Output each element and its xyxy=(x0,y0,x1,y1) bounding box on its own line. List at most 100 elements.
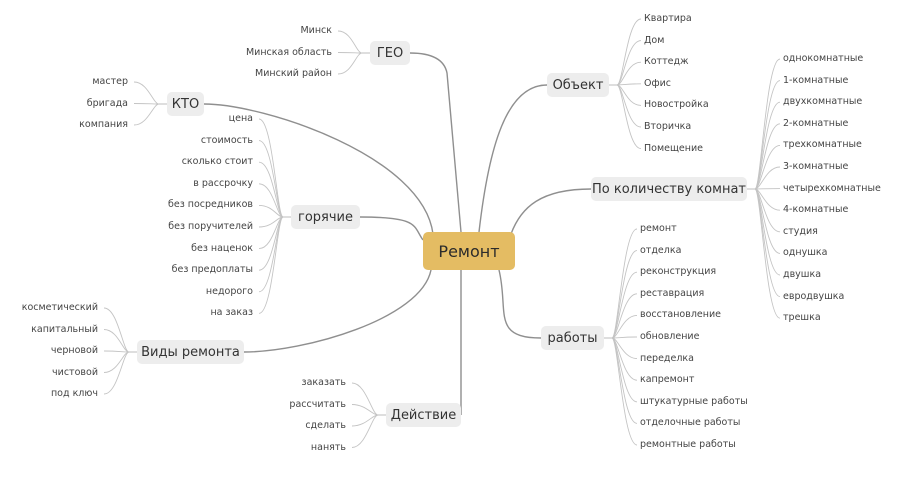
leaf-komnaty[interactable]: двушка xyxy=(783,269,822,280)
leaf-connector xyxy=(103,351,130,373)
leaf-komnaty[interactable]: трехкомнатные xyxy=(783,139,862,151)
leaf-goryachie[interactable]: недорого xyxy=(205,285,253,297)
leaf-goryachie[interactable]: в рассрочку xyxy=(193,177,253,189)
leaf-connector xyxy=(616,61,642,86)
leaf-komnaty[interactable]: 4-комнатные xyxy=(783,204,849,216)
leaf-geo[interactable]: Минский район xyxy=(255,68,332,79)
leaf-komnaty[interactable]: 3-комнатные xyxy=(783,161,849,172)
leaf-raboty[interactable]: переделка xyxy=(640,352,694,364)
leaf-goryachie[interactable]: без посредников xyxy=(168,199,253,211)
leaf-obekt[interactable]: Вторичка xyxy=(644,121,692,132)
branch-label: работы xyxy=(547,330,598,346)
leaf-raboty[interactable]: отделочные работы xyxy=(640,417,741,429)
leaf-komnaty[interactable]: 2-комнатные xyxy=(783,117,849,129)
leaf-komnaty[interactable]: 1-комнатные xyxy=(783,74,849,86)
leaf-vidy[interactable]: чистовой xyxy=(52,366,98,378)
leaf-connector xyxy=(133,81,160,105)
leaf-kto[interactable]: компания xyxy=(79,119,128,130)
leaf-komnaty[interactable]: студия xyxy=(783,225,818,237)
leaf-connector xyxy=(351,382,379,416)
branch-obekt[interactable]: Объект xyxy=(547,73,609,97)
leaf-deystvie[interactable]: рассчитать xyxy=(289,398,346,410)
leaf-raboty[interactable]: капремонт xyxy=(640,374,695,386)
leaf-raboty[interactable]: отделка xyxy=(640,244,682,256)
leaf-connector xyxy=(616,84,642,150)
leaf-vidy[interactable]: косметический xyxy=(21,302,98,313)
trunk-connector xyxy=(498,269,542,339)
leaf-geo[interactable]: Минск xyxy=(300,25,332,36)
leaf-connector xyxy=(351,414,379,448)
leaf-goryachie[interactable]: цена xyxy=(228,113,253,124)
branch-geo[interactable]: ГЕО xyxy=(370,41,410,65)
branch-deystvie[interactable]: Действие xyxy=(386,403,461,427)
leaf-goryachie[interactable]: стоимость xyxy=(200,134,253,146)
leaf-geo[interactable]: Минская область xyxy=(245,46,332,58)
leaf-connector xyxy=(103,329,130,353)
leaf-obekt[interactable]: Коттедж xyxy=(644,56,689,68)
leaf-goryachie[interactable]: без поручителей xyxy=(168,221,253,232)
branch-label: Виды ремонта xyxy=(141,344,240,360)
branch-label: ГЕО xyxy=(376,45,404,61)
leaf-obekt[interactable]: Дом xyxy=(644,34,665,46)
leaf-connector xyxy=(611,293,638,339)
branch-label: КТО xyxy=(171,96,200,112)
leaf-connector xyxy=(337,52,363,75)
leaf-komnaty[interactable]: евродвушка xyxy=(783,290,845,302)
leaf-connector xyxy=(351,414,379,427)
leaf-kto[interactable]: мастер xyxy=(92,76,128,87)
leaf-connector xyxy=(103,351,130,395)
leaf-obekt[interactable]: Офис xyxy=(644,77,671,89)
leaf-komnaty[interactable]: двухкомнатные xyxy=(783,96,863,108)
leaf-obekt[interactable]: Квартира xyxy=(644,13,692,24)
leaf-connector xyxy=(611,336,638,339)
branch-raboty[interactable]: работы xyxy=(541,326,604,350)
leaf-raboty[interactable]: ремонтные работы xyxy=(640,439,736,450)
branch-vidy[interactable]: Виды ремонта xyxy=(137,340,244,364)
leaf-connector xyxy=(754,166,781,190)
leaf-goryachie[interactable]: сколько стоит xyxy=(181,156,253,168)
leaf-raboty[interactable]: штукатурные работы xyxy=(640,395,748,407)
leaf-raboty[interactable]: обновление xyxy=(640,331,700,342)
leaf-raboty[interactable]: восстановление xyxy=(640,309,721,321)
trunk-connector xyxy=(243,269,432,353)
leaf-goryachie[interactable]: на заказ xyxy=(210,307,253,319)
trunk-connector xyxy=(478,84,548,233)
leaf-obekt[interactable]: Новостройка xyxy=(644,99,709,111)
leaf-komnaty[interactable]: трешка xyxy=(783,312,821,324)
leaf-vidy[interactable]: под ключ xyxy=(50,388,98,399)
central-topic[interactable]: Ремонт xyxy=(423,232,515,270)
trunk-connector xyxy=(359,216,424,241)
branch-label: горячие xyxy=(298,209,353,225)
trunk-connector xyxy=(203,103,434,235)
leaf-connector xyxy=(611,228,638,339)
leaf-connector xyxy=(754,188,781,319)
leaf-raboty[interactable]: реставрация xyxy=(640,287,705,299)
branch-label: Действие xyxy=(390,407,457,423)
branch-goryachie[interactable]: горячие xyxy=(291,205,360,229)
central-topic-label: Ремонт xyxy=(438,241,500,261)
leaf-vidy[interactable]: черновой xyxy=(50,345,98,356)
leaf-kto[interactable]: бригада xyxy=(86,97,128,109)
leaf-connector xyxy=(258,118,284,218)
leaf-goryachie[interactable]: без наценок xyxy=(191,242,253,254)
leaf-deystvie[interactable]: сделать xyxy=(305,420,346,431)
leaf-connector xyxy=(611,314,638,339)
leaf-komnaty[interactable]: однушка xyxy=(783,247,828,259)
leaf-connector xyxy=(337,52,363,54)
leaf-connector xyxy=(337,30,363,54)
leaf-obekt[interactable]: Помещение xyxy=(644,142,703,154)
leaf-raboty[interactable]: ремонт xyxy=(640,223,677,234)
leaf-komnaty[interactable]: однокомнатные xyxy=(783,53,864,64)
leaf-komnaty[interactable]: четырехкомнатные xyxy=(783,182,881,194)
leaf-connector xyxy=(258,183,284,218)
leaf-deystvie[interactable]: нанять xyxy=(310,441,346,453)
branch-label: Объект xyxy=(552,77,604,93)
branch-komnaty[interactable]: По количеству комнат xyxy=(591,177,747,201)
leaf-connector xyxy=(103,307,130,353)
leaf-raboty[interactable]: реконструкция xyxy=(640,266,717,278)
leaf-vidy[interactable]: капитальный xyxy=(31,323,98,335)
leaf-deystvie[interactable]: заказать xyxy=(301,377,346,388)
leaf-goryachie[interactable]: без предоплаты xyxy=(171,264,253,276)
branch-kto[interactable]: КТО xyxy=(167,92,204,116)
